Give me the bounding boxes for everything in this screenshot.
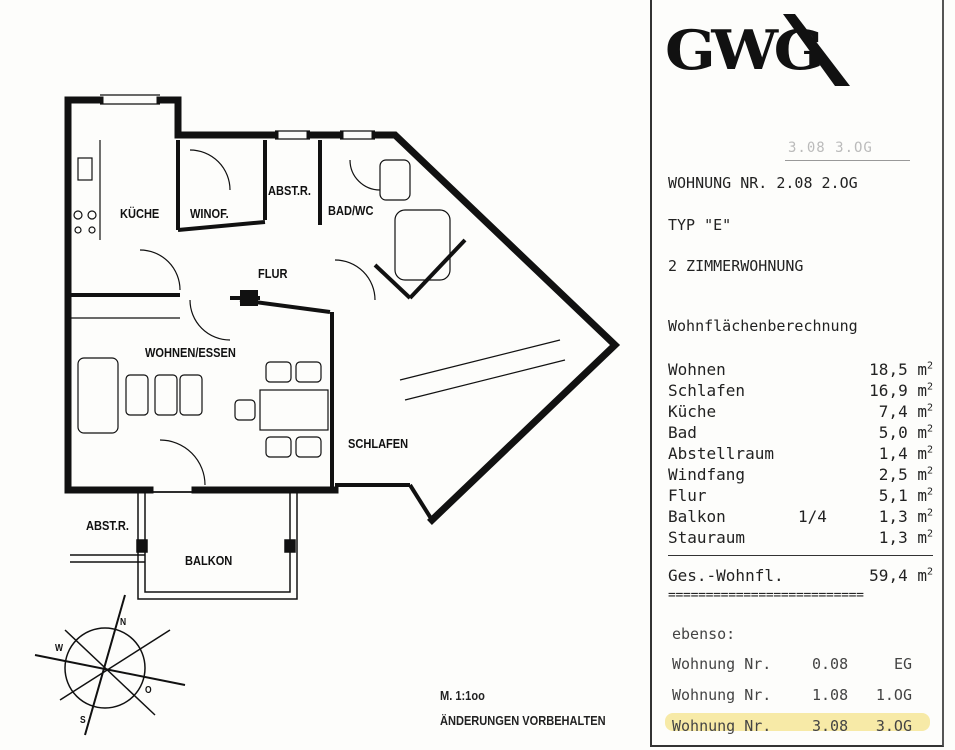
unit-exponent: 2 — [926, 465, 933, 477]
room-label-schlafen: SCHLAFEN — [348, 436, 409, 451]
area-name: Abstellraum — [668, 444, 774, 463]
area-row: Abstellraum 1,4 m2 — [668, 444, 933, 465]
area-name: Stauraum — [668, 528, 746, 547]
area-value: 2,5 m — [878, 465, 927, 484]
room-count: 2 ZIMMERWOHNUNG — [668, 257, 804, 275]
balcony — [70, 491, 298, 600]
compass-w: W — [55, 643, 64, 654]
ebenso-label: Wohnung Nr. — [672, 686, 772, 704]
total-value: 59,4 m — [869, 566, 927, 585]
ebenso-floor: 1.OG — [875, 686, 912, 704]
area-value: 5,0 m — [878, 423, 927, 442]
total-row: Ges.-Wohnfl. 59,4 m2 — [668, 566, 933, 587]
unit-exponent: 2 — [926, 381, 933, 393]
double-rule: ========================== — [668, 588, 864, 603]
room-label-flur: FLUR — [258, 266, 288, 281]
info-panel — [650, 0, 944, 747]
room-label-abstellraum-2: ABST.R. — [86, 518, 129, 533]
area-factor: 1/4 — [798, 507, 827, 526]
ebenso-number: 0.08 — [812, 655, 849, 673]
area-value: 1,3 m — [878, 528, 927, 547]
area-value: 5,1 m — [878, 486, 927, 505]
inner-walls — [68, 140, 467, 522]
ebenso-title: ebenso: — [672, 625, 736, 643]
unit-exponent: 2 — [926, 486, 933, 498]
unit-exponent: 2 — [926, 566, 933, 578]
room-label-windfang: WINOF. — [190, 206, 229, 221]
area-value: 1,4 m — [878, 444, 927, 463]
apartment-type: TYP "E" — [668, 216, 732, 234]
unit-exponent: 2 — [926, 423, 933, 435]
unit-exponent: 2 — [926, 507, 933, 519]
ebenso-label: Wohnung Nr. — [672, 717, 772, 735]
logo-slash-icon — [783, 14, 850, 86]
area-name: Bad — [668, 423, 697, 442]
scale-label: M. 1:1oo — [440, 688, 485, 703]
unit-exponent: 2 — [926, 528, 933, 540]
ebenso-number: 3.08 — [812, 717, 849, 735]
ebenso-number: 1.08 — [812, 686, 849, 704]
handwritten-correction: 3.08 3.OG — [788, 140, 873, 156]
unit-exponent: 2 — [926, 402, 933, 414]
room-label-wohnen: WOHNEN/ESSEN — [145, 345, 236, 360]
compass-rose — [34, 594, 186, 736]
outer-walls — [64, 96, 621, 525]
area-value: 1,3 m — [878, 507, 927, 526]
compass-o: O — [145, 685, 152, 696]
area-row: Schlafen 16,9 m2 — [668, 381, 933, 402]
area-calc-title: Wohnflächenberechnung — [668, 317, 858, 335]
room-label-bad: BAD/WC — [328, 203, 374, 218]
area-name: Schlafen — [668, 381, 746, 400]
ebenso-floor: EG — [893, 655, 912, 673]
area-name: Küche — [668, 402, 717, 421]
highlighter-mark — [665, 713, 930, 731]
area-name: Balkon — [668, 507, 726, 526]
changes-note: ÄNDERUNGEN VORBEHALTEN — [440, 713, 606, 728]
area-value: 18,5 m — [869, 360, 927, 379]
unit-exponent: 2 — [926, 444, 933, 456]
floor-plan-drawing — [34, 94, 621, 736]
room-label-kueche: KÜCHE — [120, 206, 160, 221]
ebenso-floor: 3.OG — [875, 717, 912, 735]
compass-s: S — [80, 715, 86, 726]
room-label-balkon: BALKON — [185, 553, 233, 568]
area-name: Flur — [668, 486, 707, 505]
area-row: Bad 5,0 m2 — [668, 423, 933, 444]
fixtures — [70, 94, 566, 486]
area-row: Stauraum 1,3 m2 — [668, 528, 933, 549]
strike-line — [785, 160, 910, 161]
area-row: Wohnen 18,5 m2 — [668, 360, 933, 381]
area-row: Windfang 2,5 m2 — [668, 465, 933, 486]
unit-exponent: 2 — [926, 360, 933, 372]
area-row: Flur 5,1 m2 — [668, 486, 933, 507]
apartment-number: WOHNUNG NR. 2.08 2.OG — [668, 174, 858, 192]
room-label-abstellraum: ABST.R. — [268, 183, 311, 198]
area-name: Wohnen — [668, 360, 726, 379]
total-rule — [668, 555, 933, 556]
ebenso-label: Wohnung Nr. — [672, 655, 772, 673]
area-value: 16,9 m — [869, 381, 927, 400]
area-name: Windfang — [668, 465, 746, 484]
total-label: Ges.-Wohnfl. — [668, 566, 784, 585]
area-row: Balkon 1/4 1,3 m2 — [668, 507, 933, 528]
area-row: Küche 7,4 m2 — [668, 402, 933, 423]
compass-n: N — [120, 617, 127, 628]
area-value: 7,4 m — [878, 402, 927, 421]
